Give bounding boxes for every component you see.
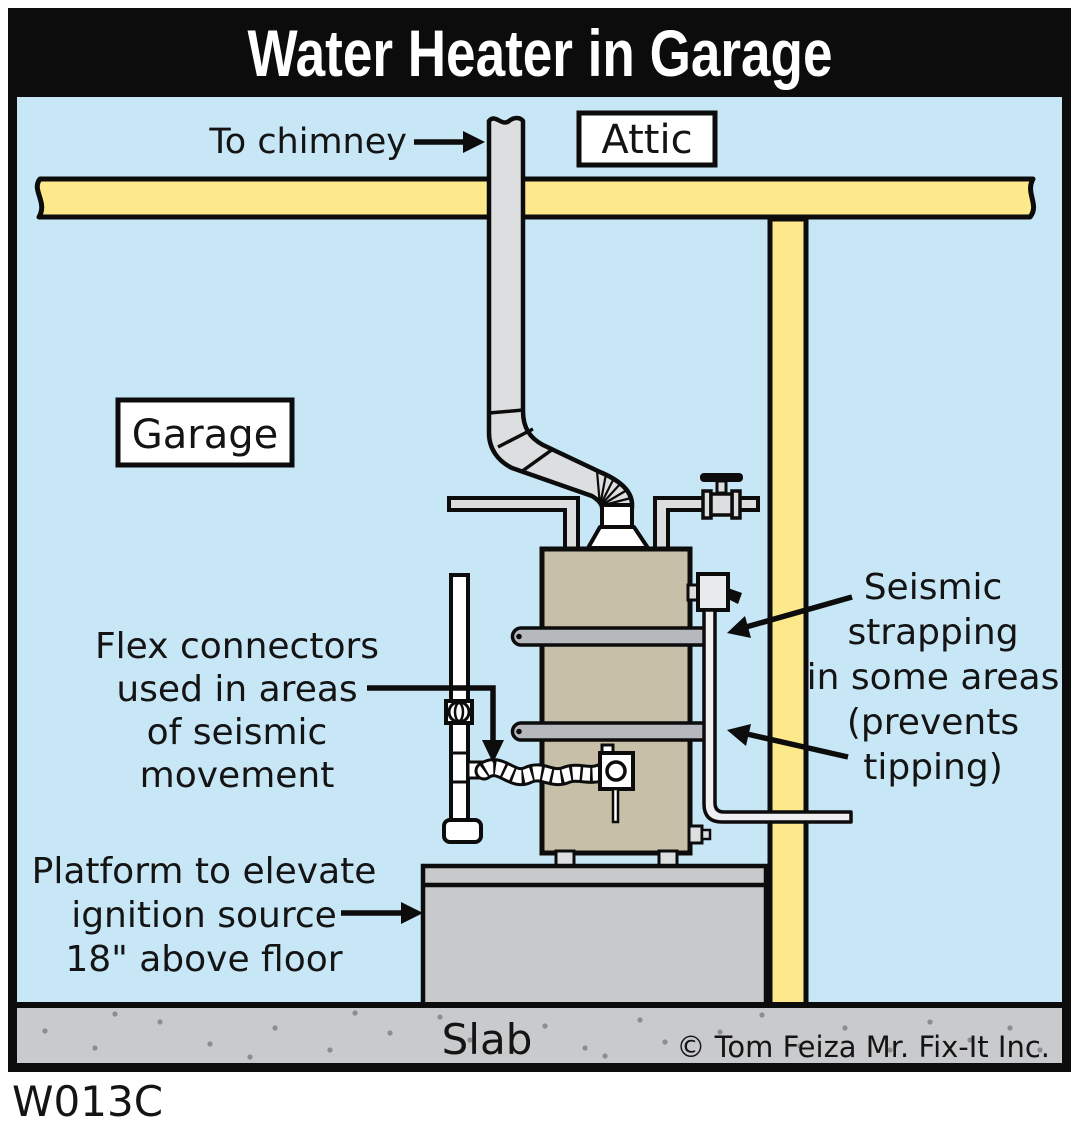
svg-text:ignition source: ignition source <box>71 895 337 936</box>
svg-text:of seismic: of seismic <box>147 712 328 753</box>
flex-label: Flex connectors used in areas of seismic… <box>95 626 379 796</box>
strap-rivet-upper <box>516 633 522 640</box>
svg-text:Platform to elevate: Platform to elevate <box>32 851 377 892</box>
drain-valve <box>687 824 712 845</box>
svg-text:movement: movement <box>140 755 335 796</box>
page-title: Water Heater in Garage <box>248 16 833 90</box>
vent-joint-line-2 <box>497 427 534 449</box>
ceiling-joist <box>34 176 1037 220</box>
slab-top-line <box>17 1002 1062 1008</box>
platform <box>420 863 769 1008</box>
drawing-code: W013C <box>12 1077 163 1124</box>
draft-hood <box>586 525 650 550</box>
sediment-trap-cap <box>442 818 483 844</box>
vent-joint-line-3 <box>519 447 555 474</box>
flex-connector <box>474 758 612 787</box>
garage-label: Garage <box>132 412 278 458</box>
water-shutoff-valve <box>700 473 743 520</box>
svg-text:Seismic: Seismic <box>864 567 1003 608</box>
gas-shutoff-valve <box>444 699 474 725</box>
tp-valve-spout <box>728 588 742 604</box>
seismic-strap-lower <box>510 721 716 742</box>
platform-label: Platform to elevate ignition source 18" … <box>32 851 377 980</box>
seismic-label: Seismic strapping in some areas (prevent… <box>807 567 1060 788</box>
platform-arrow <box>341 902 423 924</box>
garage-label-box: Garage <box>115 397 295 468</box>
slab-speckles <box>42 1010 1043 1060</box>
slab-label: Slab <box>442 1015 533 1064</box>
seismic-arrow-lower <box>727 724 849 760</box>
strap-rivet-lower <box>516 728 522 735</box>
attic-label: Attic <box>601 117 692 163</box>
seismic-strap-upper <box>510 626 716 647</box>
vent-pipe-body <box>486 115 635 511</box>
valve-handle <box>700 473 743 482</box>
to-chimney-arrow <box>414 131 485 153</box>
vent-joint-line-1 <box>488 408 524 415</box>
thermocouple-rod <box>611 787 620 824</box>
flex-arrow <box>367 685 504 763</box>
discharge-pipe <box>702 608 853 824</box>
svg-text:Flex connectors: Flex connectors <box>95 626 379 667</box>
draft-hood-collar <box>600 503 634 529</box>
vent-pipe <box>486 115 650 550</box>
to-chimney-label: To chimney <box>208 122 407 162</box>
svg-text:(prevents: (prevents <box>847 702 1019 743</box>
svg-text:strapping: strapping <box>847 612 1018 653</box>
valve-stem <box>715 479 728 495</box>
gas-control-knob <box>605 760 627 782</box>
svg-text:in some areas: in some areas <box>807 657 1060 698</box>
seismic-arrow-upper <box>727 594 853 638</box>
copyright: © Tom Feiza Mr. Fix-It Inc. <box>676 1030 1050 1064</box>
slab <box>17 1008 1062 1063</box>
valve-body <box>709 492 734 517</box>
svg-text:18" above floor: 18" above floor <box>65 939 342 980</box>
svg-text:used in areas: used in areas <box>116 669 357 710</box>
attic-label-box: Attic <box>576 110 718 168</box>
svg-text:tipping): tipping) <box>863 747 1003 788</box>
tp-valve-body <box>696 572 730 612</box>
gas-control-valve <box>598 743 635 824</box>
